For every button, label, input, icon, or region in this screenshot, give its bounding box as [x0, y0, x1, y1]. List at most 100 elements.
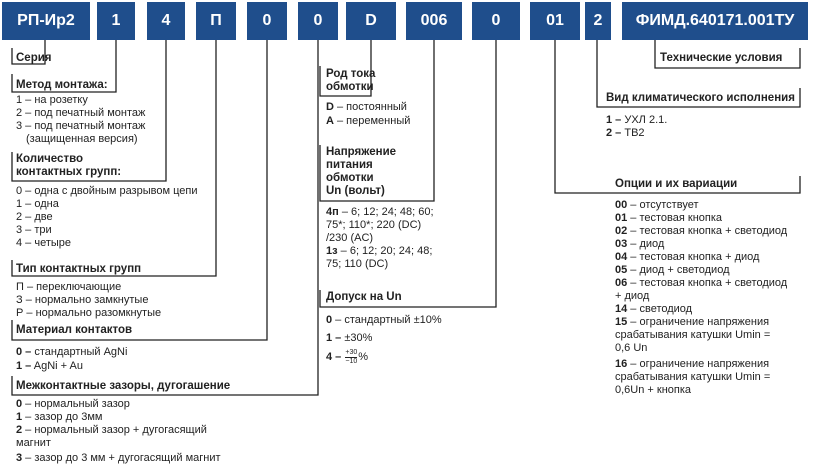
options-code: 06 [615, 277, 628, 289]
material-item: 0 – стандартный AgNi [16, 346, 127, 359]
current-type-item: D – постоянный [326, 101, 407, 114]
code-options: 01 [530, 2, 580, 40]
code-current-type: D [346, 2, 396, 40]
voltage-item: /230 (AC) [326, 232, 373, 245]
options-text: + диод [615, 290, 650, 302]
options-text: – тестовая кнопка + светодиод [627, 225, 788, 237]
tolerance-text: – стандартный ±10% [332, 314, 442, 326]
voltage-text: 75*; 110*; 220 (DC) [326, 219, 422, 231]
options-title: Опции и их вариации [615, 178, 738, 190]
mounting-item: (защищенная версия) [26, 133, 138, 145]
code-climate: 2 [585, 2, 611, 40]
options-code: 03 [615, 238, 628, 250]
tolerance-code: 0 [326, 314, 333, 326]
mounting-item: 2 – под печатный монтаж [16, 107, 146, 119]
series-title: Серия [16, 52, 52, 64]
options-text: – тестовая кнопка + светодиод [627, 277, 788, 289]
gaps-text: – нормальный зазор [22, 398, 130, 410]
tolerance-item: 4 – +30−10% [326, 348, 368, 366]
voltage-title-2: питания [326, 159, 373, 171]
options-item: 01 – тестовая кнопка [615, 212, 722, 225]
code-material: 0 [247, 2, 287, 40]
mounting-item: 3 – под печатный монтаж [16, 120, 146, 132]
tolerance-unit: % [358, 351, 369, 363]
options-text: срабатывания катушки Umin = [615, 329, 771, 341]
options-text: – тестовая кнопка + диод [627, 251, 760, 263]
gaps-item: 2 – нормальный зазор + дугогасящий [16, 424, 207, 437]
options-item: 04 – тестовая кнопка + диод [615, 251, 759, 264]
code-specs: ФИМД.640171.001ТУ [622, 2, 808, 40]
contact-type-item: З – нормально замкнутые [16, 294, 149, 306]
climate-code: 2 – [606, 127, 622, 139]
gaps-code: 2 [16, 424, 23, 436]
groups-count-title-2: контактных групп: [16, 166, 122, 178]
gaps-code: 0 [16, 398, 23, 410]
mounting-item: 1 – на розетку [16, 94, 88, 106]
voltage-item: 4п – 6; 12; 24; 48; 60; [326, 206, 434, 219]
tolerance-fraction: +30−10 [345, 348, 358, 366]
tolerance-plus: +30 [345, 348, 358, 358]
climate-text: ТВ2 [621, 127, 645, 139]
options-code: 01 [615, 212, 628, 224]
options-text: 0,6 Un [615, 342, 648, 354]
options-code: 05 [615, 264, 628, 276]
connector-series [11, 40, 46, 65]
material-code: 0 – [16, 346, 32, 358]
gaps-item: 1 – зазор до 3мм [16, 411, 102, 424]
climate-item: 2 – ТВ2 [606, 127, 645, 140]
tolerance-minus: −10 [345, 357, 358, 365]
tolerance-text: ±30% [341, 332, 373, 344]
options-code: 15 [615, 316, 628, 328]
groups-count-item: 3 – три [16, 224, 52, 236]
climate-title: Вид климатического исполнения [606, 92, 795, 104]
voltage-item: 75*; 110*; 220 (DC) [326, 219, 421, 232]
code-contact-type: П [196, 2, 236, 40]
contact-type-item: Р – нормально разомкнутые [16, 307, 162, 319]
tolerance-item: 1 – ±30% [326, 332, 372, 345]
contact-type-item: П – переключающие [16, 281, 122, 293]
options-item: срабатывания катушки Umin = [615, 371, 770, 384]
options-item: 00 – отсутствует [615, 199, 699, 212]
options-code: 00 [615, 199, 628, 211]
gaps-code: 3 [16, 452, 23, 464]
options-text: – светодиод [627, 303, 693, 315]
options-text: срабатывания катушки Umin = [615, 371, 771, 383]
voltage-title-4: Un (вольт) [326, 185, 385, 197]
gaps-text: – нормальный зазор + дугогасящий [22, 424, 207, 436]
options-text: 0,6Un + кнопка [615, 384, 692, 396]
contact-type-title: Тип контактных групп [16, 263, 142, 275]
gaps-item: магнит [16, 437, 51, 450]
options-text: – диод + светодиод [627, 264, 730, 276]
options-item: 0,6 Un [615, 342, 647, 355]
gaps-code: 1 [16, 411, 23, 423]
current-type-title: Род тока [326, 68, 376, 80]
options-item: 06 – тестовая кнопка + светодиод [615, 277, 787, 290]
mounting-title: Метод монтажа: [16, 79, 108, 91]
options-item: 05 – диод + светодиод [615, 264, 730, 277]
voltage-code: 4п [326, 206, 339, 218]
code-tolerance: 0 [472, 2, 520, 40]
options-item: 0,6Un + кнопка [615, 384, 691, 397]
climate-code: 1 – [606, 114, 622, 126]
groups-count-title: Количество [16, 153, 84, 165]
material-text: AgNi + Au [31, 360, 83, 372]
material-text: стандартный AgNi [31, 346, 128, 358]
options-item: 02 – тестовая кнопка + светодиод [615, 225, 787, 238]
climate-text: УХЛ 2.1. [621, 114, 668, 126]
options-code: 04 [615, 251, 628, 263]
climate-item: 1 – УХЛ 2.1. [606, 114, 667, 127]
voltage-text: /230 (AC) [326, 232, 374, 244]
gaps-title: Межконтактные зазоры, дугогашение [16, 380, 231, 392]
options-text: – ограничение напряжения [627, 316, 770, 328]
material-code: 1 – [16, 360, 32, 372]
code-voltage: 006 [406, 2, 462, 40]
options-code: 02 [615, 225, 628, 237]
options-code: 16 [615, 358, 628, 370]
material-item: 1 – AgNi + Au [16, 360, 83, 373]
options-item: 16 – ограничение напряжения [615, 358, 769, 371]
voltage-item: 1з – 6; 12; 20; 24; 48; [326, 245, 432, 258]
code-mounting: 1 [97, 2, 135, 40]
gaps-text: – зазор до 3мм [22, 411, 103, 423]
options-item: 14 – светодиод [615, 303, 692, 316]
